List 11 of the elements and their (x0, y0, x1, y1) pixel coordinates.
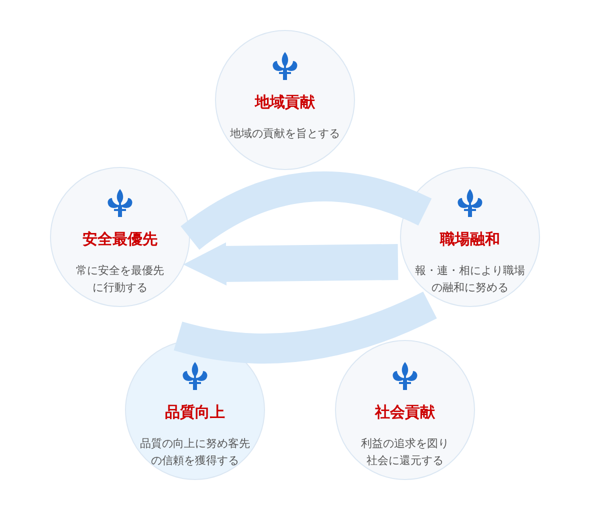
value-heading: 地域貢献 (255, 93, 315, 111)
value-description: 報・連・相により職場の融和に努める (414, 263, 526, 296)
value-heading: 品質向上 (165, 403, 225, 421)
value-heading: 安全最優先 (82, 230, 158, 248)
cycle-arrow (183, 242, 398, 286)
value-heading: 職場融和 (440, 230, 500, 248)
value-description: 利益の追求を図り社会に還元する (360, 436, 450, 469)
value-heading: 社会貢献 (375, 403, 435, 421)
value-description: 常に安全を最優先に行動する (75, 263, 165, 296)
value-description: 品質の向上に努め客先の信頼を獲得する (139, 436, 251, 469)
value-description: 地域の貢献を旨とする (229, 126, 341, 142)
